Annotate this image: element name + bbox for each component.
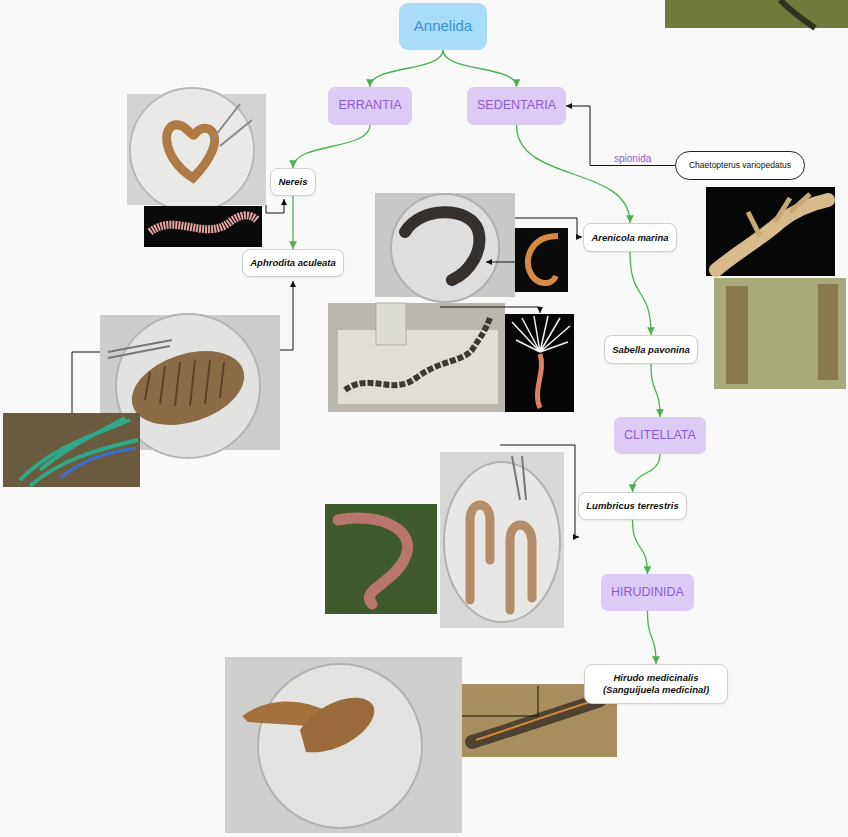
phylum-box: Annelida [399, 3, 487, 50]
connector [651, 364, 660, 417]
forceps [108, 340, 172, 358]
connector [648, 611, 657, 664]
photo-nereis [144, 206, 262, 247]
leader-line [462, 686, 538, 716]
node-label: HIRUDINIDA [611, 585, 684, 601]
photo-detail [60, 448, 136, 478]
species-box: Nereis [270, 168, 316, 196]
worm [405, 212, 479, 280]
photo-lumbricus [325, 504, 437, 614]
species-box: Hirudo medicinalis (Sanguijuela medicina… [584, 664, 728, 704]
species-pill: Chaetopterus variopedatus [675, 151, 805, 180]
node-label: CLITELLATA [624, 428, 696, 444]
group-box: ERRANTIA [328, 87, 412, 125]
worm [345, 318, 490, 390]
node-label: Arenicola marina [591, 232, 668, 244]
photo-chaetopterus [706, 187, 835, 276]
group-box: SEDENTARIA [467, 87, 566, 125]
node-label: Annelida [414, 17, 472, 36]
connector [292, 196, 293, 249]
worm [150, 215, 257, 232]
photo-dish-lumbricus [440, 452, 564, 628]
leader-line [515, 218, 582, 237]
photo-arenicola [515, 228, 568, 292]
forceps [212, 104, 252, 146]
node-label: Hirudo medicinalis (Sanguijuela medicina… [592, 672, 720, 696]
worm-detail [748, 194, 810, 236]
leader-line [440, 307, 540, 313]
connector [630, 252, 651, 335]
fan [512, 316, 570, 352]
connector [443, 50, 517, 87]
leader-line [500, 445, 579, 537]
leader-line [72, 352, 100, 413]
petri-dish [444, 462, 560, 622]
photo-seabed [665, 0, 848, 28]
connector [370, 50, 443, 87]
node-label: Chaetopterus variopedatus [689, 160, 791, 171]
group-box: HIRUDINIDA [601, 574, 694, 611]
node-label: ERRANTIA [338, 98, 401, 114]
worm-detail [145, 360, 224, 406]
worm [338, 518, 408, 604]
species-box: Aphrodita aculeata [242, 249, 344, 277]
node-label: Aphrodita aculeata [250, 257, 336, 269]
edge-label: spionida [612, 153, 653, 165]
worm [470, 505, 532, 610]
leech [300, 698, 374, 753]
node-label: Nereis [278, 176, 307, 188]
worm [537, 354, 541, 408]
photo-detail [20, 418, 138, 486]
worm [528, 236, 558, 283]
photo-tray-sabella [328, 303, 505, 412]
petri-dish [130, 88, 254, 212]
tray [338, 330, 498, 404]
leader-line [280, 281, 293, 350]
photo-aphrodita [3, 413, 140, 487]
leader-line [486, 262, 515, 263]
petri-dish [391, 194, 499, 302]
worm [122, 338, 253, 439]
connector [517, 125, 631, 223]
connector [566, 106, 675, 166]
petri-dish [258, 664, 422, 828]
photo-tubes [714, 278, 846, 389]
node-label: Lumbricus terrestris [586, 500, 678, 512]
group-box: CLITELLATA [614, 417, 706, 454]
species-box: Lumbricus terrestris [578, 492, 687, 520]
species-box: Sabella pavonina [604, 335, 698, 364]
tube [818, 284, 838, 380]
species-box: Arenicola marina [583, 223, 677, 252]
connector [633, 520, 648, 574]
leader-line [266, 199, 284, 213]
leech-stripe [476, 700, 596, 740]
worm [167, 125, 215, 178]
connector [293, 125, 370, 168]
node-label: SEDENTARIA [477, 98, 556, 114]
photo-sabella [505, 314, 574, 412]
bottle [376, 303, 406, 345]
worm [716, 200, 828, 270]
forceps [512, 456, 526, 500]
photo-detail [780, 0, 815, 28]
photo-dish-hirudo [225, 657, 462, 833]
leech [472, 700, 600, 742]
tube [726, 286, 748, 384]
connector [633, 454, 661, 492]
node-label: Sabella pavonina [612, 344, 690, 356]
